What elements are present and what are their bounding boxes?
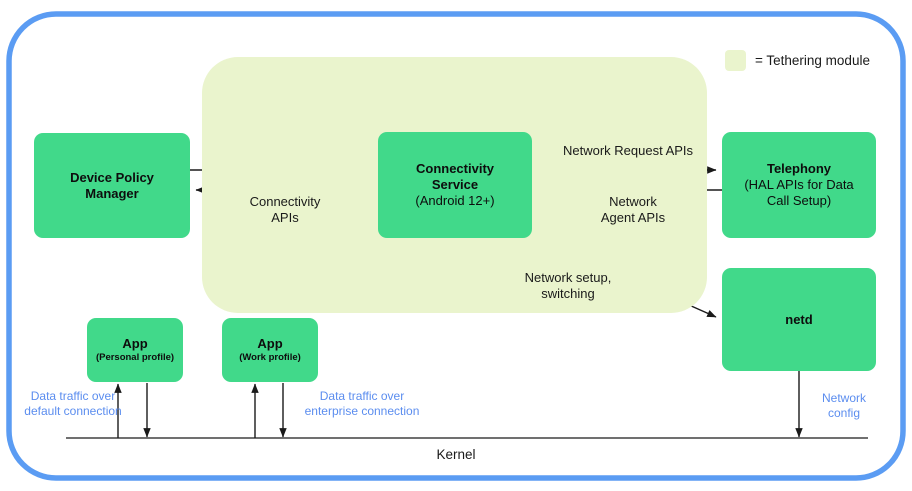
node-device-policy-manager[interactable]: Device Policy Manager: [34, 133, 190, 238]
node-app-personal-profile[interactable]: App (Personal profile): [87, 318, 183, 382]
outer-container-border: [6, 11, 906, 481]
annotation-default-connection: Data traffic over default connection: [24, 389, 122, 418]
node-app-work-profile-title: App: [257, 336, 283, 351]
node-connectivity-service-title: Connectivity: [415, 161, 494, 176]
edge-label-network-request-apis: Network Request APIs: [562, 143, 694, 158]
annotation-enterprise-connection: Data traffic over enterprise connection: [304, 389, 420, 418]
node-netd[interactable]: netd: [722, 268, 876, 371]
annotation-network-config: Network config: [821, 391, 866, 420]
kernel-label: Kernel: [436, 447, 476, 462]
node-telephony-subtitle: (HAL APIs for Data: [744, 177, 854, 192]
edge-label-network-agent-apis: Network Agent APIs: [600, 194, 666, 225]
node-app-personal-profile-subtitle: (Personal profile): [95, 352, 175, 363]
node-app-work-profile[interactable]: App (Work profile): [222, 318, 318, 382]
node-app-personal-profile-title: App: [122, 336, 148, 351]
legend-swatch-tethering: [725, 50, 746, 71]
node-connectivity-service[interactable]: Connectivity Service (Android 12+): [378, 132, 532, 238]
node-app-work-profile-subtitle: (Work profile): [239, 352, 301, 363]
edge-label-connectivity-apis: Connectivity APIs: [249, 194, 321, 225]
node-telephony-subtitle-line2: Call Setup): [766, 193, 832, 208]
node-device-policy-manager-title-line2: Manager: [85, 185, 139, 201]
node-netd-title: netd: [785, 311, 813, 327]
node-connectivity-service-subtitle: (Android 12+): [415, 193, 495, 208]
node-connectivity-service-title-line2: Service: [431, 177, 479, 192]
node-telephony[interactable]: Telephony (HAL APIs for Data Call Setup): [722, 132, 876, 238]
legend-label-tethering: = Tethering module: [755, 53, 870, 68]
node-telephony-title: Telephony: [766, 161, 832, 176]
edge-label-network-setup-switching: Network setup, switching: [524, 270, 612, 301]
node-device-policy-manager-title: Device Policy: [70, 169, 154, 185]
legend: = Tethering module: [725, 50, 870, 71]
